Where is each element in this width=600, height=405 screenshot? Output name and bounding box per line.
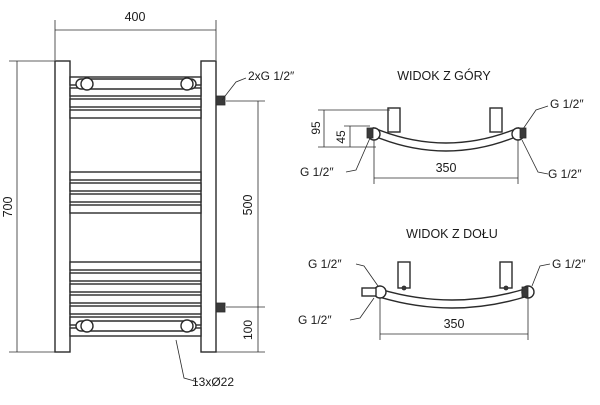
tube-count-label: 13xØ22: [192, 375, 234, 389]
center-distance-dimension: 500: [241, 195, 255, 216]
rail-group-middle: [69, 171, 202, 214]
offset-dimension: 45: [334, 130, 348, 144]
top-view-right-upper-label: G 1/2″: [550, 97, 584, 111]
bottom-view-right-upper-label: G 1/2″: [552, 257, 586, 271]
top-view-title: WIDOK Z GÓRY: [397, 68, 491, 83]
depth-dimension: 95: [309, 121, 323, 135]
top-view-right-lower-label: G 1/2″: [548, 167, 582, 181]
top-view-spacing-dimension: 350: [436, 161, 457, 175]
front-view: 400 700: [1, 10, 295, 389]
width-dimension: 400: [125, 10, 146, 24]
bottom-view-spacing-dimension: 350: [444, 317, 465, 331]
left-side-tube: [54, 60, 71, 353]
top-bracket: [75, 77, 197, 91]
bottom-view-left-lower-label: G 1/2″: [298, 313, 332, 327]
height-dimension: 700: [1, 197, 15, 218]
bottom-view-left-upper-label: G 1/2″: [308, 257, 342, 271]
upper-connection-fitting: [215, 95, 226, 106]
bottom-view: WIDOK Z DOŁU G 1/2″ G 1/2″ G 1/2″ 350: [298, 227, 586, 340]
bottom-offset-dimension: 100: [241, 320, 255, 340]
top-view-left-lower-label: G 1/2″: [300, 165, 334, 179]
bottom-view-title: WIDOK Z DOŁU: [406, 227, 498, 241]
top-view: WIDOK Z GÓRY 95 45 350 G 1/2″ G 1/2″ G 1…: [300, 68, 584, 184]
lower-connection-fitting: [215, 302, 226, 313]
bottom-bracket: [75, 319, 197, 333]
connection-label: 2xG 1/2″: [248, 69, 295, 83]
right-side-tube: [200, 60, 217, 353]
bottom-view-body: [375, 287, 529, 309]
